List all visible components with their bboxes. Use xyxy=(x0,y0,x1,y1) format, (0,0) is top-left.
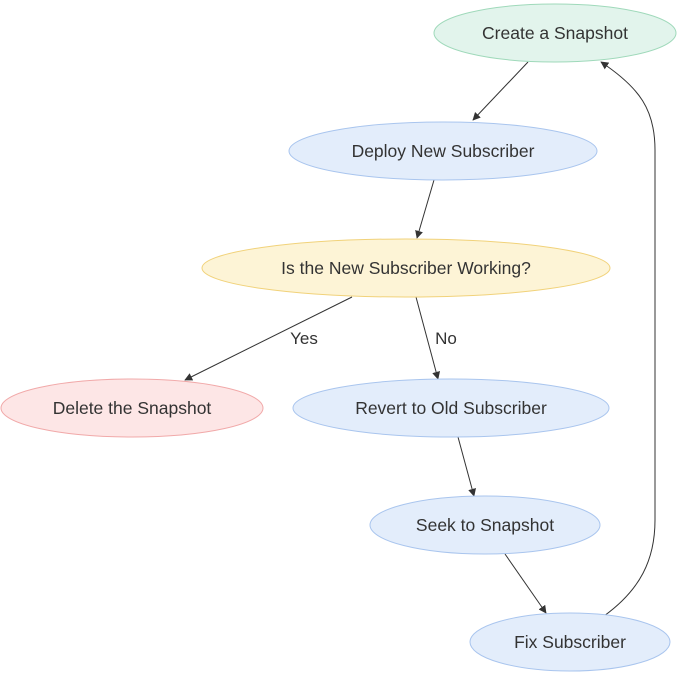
node-shape xyxy=(369,495,601,555)
node-seek-to-snapshot[interactable]: Seek to Snapshot xyxy=(369,495,601,555)
node-label: Deploy New Subscriber xyxy=(352,141,535,161)
edge-seek-to-fix xyxy=(504,553,547,614)
edge-label-no: No xyxy=(435,329,457,348)
node-create-snapshot[interactable]: Create a Snapshot xyxy=(433,3,677,63)
node-fix-subscriber[interactable]: Fix Subscriber xyxy=(469,612,671,672)
edge-create-to-deploy xyxy=(472,61,529,121)
node-revert-old-subscriber[interactable]: Revert to Old Subscriber xyxy=(292,378,610,438)
node-shape xyxy=(201,238,611,298)
edges xyxy=(184,61,656,617)
node-shape xyxy=(292,378,610,438)
node-shape xyxy=(469,612,671,672)
edge-revert-to-seek xyxy=(457,436,476,497)
edge-no-to-revert xyxy=(415,296,440,380)
node-label: Fix Subscriber xyxy=(514,632,626,652)
node-decision-is-working[interactable]: Is the New Subscriber Working? xyxy=(201,238,611,298)
node-label: Create a Snapshot xyxy=(482,23,628,43)
edge-deploy-to-decision xyxy=(415,179,435,239)
edge-fix-to-create-loop xyxy=(600,61,656,617)
node-shape xyxy=(0,378,264,438)
node-label: Delete the Snapshot xyxy=(53,398,212,418)
node-label: Is the New Subscriber Working? xyxy=(281,258,531,278)
node-deploy-new-subscriber[interactable]: Deploy New Subscriber xyxy=(288,121,598,181)
node-shape xyxy=(433,3,677,63)
node-label: Revert to Old Subscriber xyxy=(355,398,547,418)
node-label: Seek to Snapshot xyxy=(416,515,554,535)
node-shape xyxy=(288,121,598,181)
node-delete-snapshot[interactable]: Delete the Snapshot xyxy=(0,378,264,438)
edge-yes-to-delete xyxy=(184,296,353,381)
edge-label-yes: Yes xyxy=(290,329,318,348)
